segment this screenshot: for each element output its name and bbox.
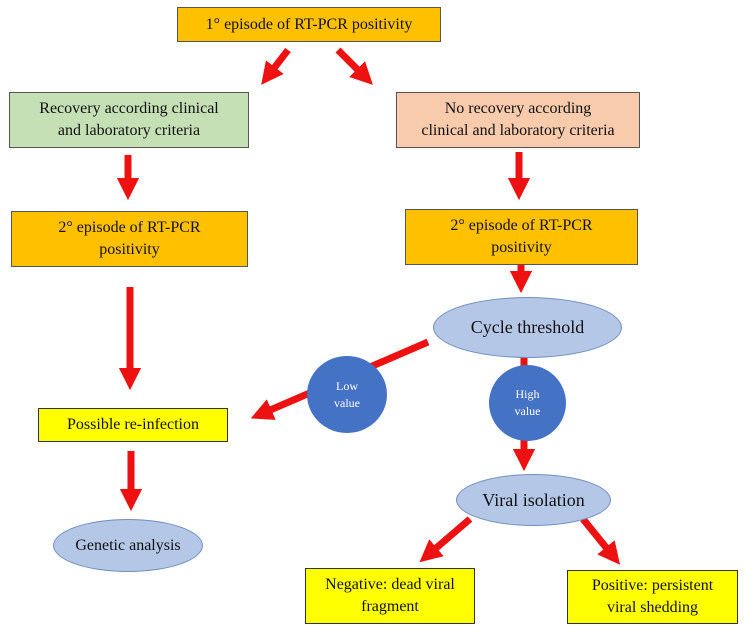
second-episode-left-box: 2° episode of RT-PCR positivity xyxy=(11,211,248,267)
reinfection-label: Possible re-infection xyxy=(67,416,199,434)
genetic-analysis-ellipse: Genetic analysis xyxy=(53,519,203,572)
viral-isolation-label: Viral isolation xyxy=(482,489,585,510)
genetic-analysis-label: Genetic analysis xyxy=(75,536,181,554)
cycle-threshold-ellipse: Cycle threshold xyxy=(433,297,622,358)
negative-box: Negative: dead viral fragment xyxy=(305,568,475,624)
second-episode-right-label: 2° episode of RT-PCR positivity xyxy=(450,217,593,256)
high-value-bubble: High value xyxy=(489,365,566,441)
second-episode-left-label: 2° episode of RT-PCR positivity xyxy=(58,219,201,258)
second-episode-right-box: 2° episode of RT-PCR positivity xyxy=(405,209,638,265)
reinfection-box: Possible re-infection xyxy=(38,408,228,442)
positive-label: Positive: persistent viral shedding xyxy=(591,577,714,616)
high-value-label: High value xyxy=(514,387,541,418)
arrow-first-to-recovery xyxy=(261,47,291,85)
arrow-first-to-no-recovery xyxy=(335,47,373,85)
viral-isolation-ellipse: Viral isolation xyxy=(456,474,611,526)
low-value-label: Low value xyxy=(334,378,360,410)
positive-box: Positive: persistent viral shedding xyxy=(567,570,738,624)
first-episode-label: 1° episode of RT-PCR positivity xyxy=(205,15,413,33)
arrow-viral-isolation-to-negative xyxy=(419,516,473,563)
recovery-box: Recovery according clinical and laborato… xyxy=(9,92,249,148)
no-recovery-box: No recovery according clinical and labor… xyxy=(396,92,640,148)
no-recovery-label: No recovery according clinical and labor… xyxy=(421,100,615,139)
cycle-threshold-label: Cycle threshold xyxy=(470,317,585,337)
arrow-viral-isolation-to-positive xyxy=(580,516,621,565)
recovery-label: Recovery according clinical and laborato… xyxy=(39,100,219,139)
first-episode-box: 1° episode of RT-PCR positivity xyxy=(177,7,441,42)
low-value-bubble: Low value xyxy=(307,356,387,433)
negative-label: Negative: dead viral fragment xyxy=(325,576,455,615)
